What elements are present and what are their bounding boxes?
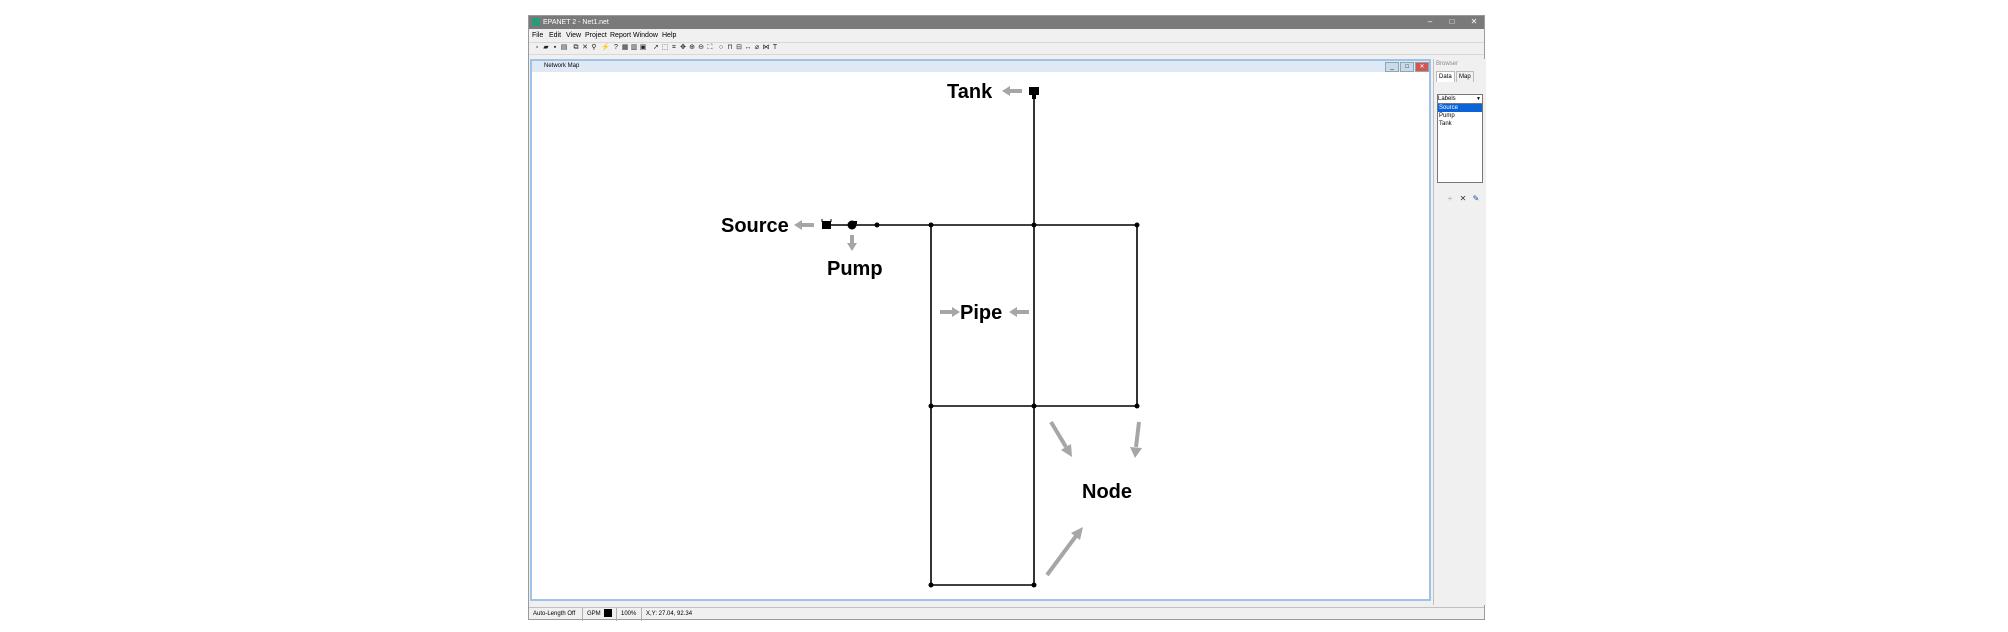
arrow-tank [1002, 86, 1022, 96]
reservoir-source-node[interactable] [821, 219, 832, 229]
add-reservoir-icon[interactable]: ⊓ [727, 44, 733, 51]
delete-icon[interactable]: ✕ [582, 44, 588, 51]
junction-nodes [874, 222, 1140, 588]
select-vertex-icon[interactable]: ⌗ [672, 44, 676, 51]
zoom-level-status: 100% [617, 608, 642, 621]
browser-title: Browser [1436, 61, 1459, 67]
menu-help[interactable]: Help [662, 32, 677, 39]
map-close-button[interactable]: ✕ [1415, 62, 1429, 72]
title-bar: EPANET 2 - Net1.net – □ ✕ [529, 16, 1484, 29]
auto-length-status[interactable]: Auto-Length Off [529, 608, 583, 621]
status-bar: Auto-Length Off GPM 100% X,Y: 27.04, 92.… [529, 607, 1484, 621]
category-selected-value: Labels [1438, 96, 1456, 102]
node[interactable] [1134, 403, 1140, 409]
pipes [830, 91, 1138, 586]
save-icon[interactable]: ▪ [553, 44, 557, 51]
arrow-pipe-left [940, 307, 960, 317]
node[interactable] [1031, 403, 1037, 409]
query-icon[interactable]: ? [614, 44, 618, 51]
xy-coordinates-status: X,Y: 27.04, 92.34 [646, 611, 693, 617]
node[interactable] [1031, 582, 1037, 588]
object-list[interactable]: Source Pump Tank [1437, 103, 1483, 183]
label-tank[interactable]: Tank [947, 81, 993, 103]
network-map-title: Network Map [544, 63, 580, 69]
menu-edit[interactable]: Edit [549, 32, 562, 39]
open-folder-icon[interactable]: ▰ [543, 44, 549, 51]
find-icon[interactable]: ⚲ [591, 44, 597, 51]
label-node[interactable]: Node [1082, 481, 1132, 503]
add-junction-icon[interactable]: ○ [718, 44, 724, 51]
window-title: EPANET 2 - Net1.net [543, 19, 609, 26]
map-labels: Tank Source Pump Pipe Node [721, 81, 1132, 503]
add-tank-icon[interactable]: ⊟ [736, 44, 742, 51]
arrow-node-3 [1045, 527, 1083, 577]
epanet-app-icon [532, 18, 540, 26]
network-map-titlebar: Network Map _ □ ✕ [532, 61, 1429, 72]
minimize-button[interactable]: – [1427, 17, 1433, 26]
tank-node[interactable] [1029, 87, 1039, 99]
add-valve-icon[interactable]: ⋈ [762, 44, 770, 51]
label-pump[interactable]: Pump [827, 258, 883, 280]
tab-data[interactable]: Data [1436, 71, 1455, 82]
arrow-node-2 [1130, 421, 1142, 458]
node[interactable] [928, 403, 934, 409]
delete-object-icon[interactable]: ✕ [1459, 194, 1467, 203]
node[interactable] [874, 222, 880, 228]
label-pipe[interactable]: Pipe [960, 302, 1002, 324]
add-pump-icon[interactable]: ⌀ [754, 44, 760, 51]
map-minimize-button[interactable]: _ [1385, 62, 1399, 72]
menu-bar: File Edit View Project Report Window Hel… [529, 30, 1484, 41]
menu-window[interactable]: Window [633, 32, 658, 39]
menu-file[interactable]: File [532, 32, 544, 39]
print-icon[interactable]: ▤ [560, 44, 568, 51]
flow-units-label: GPM [587, 611, 601, 617]
zoom-in-icon[interactable]: ⊕ [689, 44, 695, 51]
list-item[interactable]: Tank [1439, 121, 1452, 127]
flow-units-status[interactable]: GPM [583, 608, 617, 621]
arrow-pump [847, 235, 857, 251]
tab-map[interactable]: Map [1456, 71, 1474, 82]
node[interactable] [1134, 222, 1140, 228]
table-icon[interactable]: ▥ [630, 44, 638, 51]
list-item[interactable]: Pump [1439, 113, 1455, 119]
annotation-arrows [794, 86, 1142, 577]
arrow-node-1 [1049, 420, 1072, 457]
pump-link[interactable] [847, 220, 858, 230]
new-file-icon[interactable]: ▫ [535, 44, 539, 51]
select-pointer-icon[interactable]: ➚ [653, 44, 659, 51]
map-maximize-button[interactable]: □ [1400, 62, 1414, 72]
menu-report[interactable]: Report [610, 32, 632, 39]
network-map-canvas[interactable]: Tank Source Pump Pipe Node [532, 72, 1429, 599]
add-pipe-icon[interactable]: ↔ [744, 44, 752, 51]
add-object-icon[interactable]: + [1447, 194, 1453, 203]
select-region-icon[interactable]: ⬚ [661, 44, 669, 51]
zoom-out-icon[interactable]: ⊖ [698, 44, 704, 51]
run-icon[interactable]: ⚡ [601, 44, 610, 51]
copy-icon[interactable]: ⧉ [573, 44, 579, 51]
full-extent-icon[interactable]: ⛶ [707, 44, 713, 51]
close-button[interactable]: ✕ [1470, 17, 1478, 26]
list-item[interactable]: Source [1438, 104, 1482, 112]
add-label-icon[interactable]: T [772, 44, 778, 51]
epanet-application-window: EPANET 2 - Net1.net – □ ✕ File Edit View… [528, 15, 1486, 621]
node[interactable] [928, 582, 934, 588]
maximize-button[interactable]: □ [1449, 17, 1455, 26]
network-map-window: Network Map _ □ ✕ [530, 59, 1431, 601]
node[interactable] [1031, 222, 1037, 228]
edit-object-icon[interactable]: ✎ [1472, 194, 1480, 203]
arrow-source [794, 220, 814, 230]
chevron-down-icon[interactable]: ▼ [1476, 96, 1481, 102]
options-icon[interactable]: ▣ [639, 44, 647, 51]
menu-view[interactable]: View [566, 32, 582, 39]
label-source[interactable]: Source [721, 215, 789, 237]
arrow-pipe-right [1009, 307, 1029, 317]
toolbar: ▫ ▰ ▪ ▤ ⧉ ✕ ⚲ ⚡ ? ▦ ▥ ▣ ➚ ⬚ ⌗ ✥ ⊕ ⊖ ⛶ ○ … [529, 42, 1484, 55]
menu-project[interactable]: Project [585, 32, 607, 39]
pan-icon[interactable]: ✥ [680, 44, 686, 51]
node[interactable] [928, 222, 934, 228]
offset-icon [604, 609, 613, 618]
browser-panel: Browser Data Map Labels ▼ Source Pump Ta… [1433, 59, 1486, 605]
graph-icon[interactable]: ▦ [621, 44, 629, 51]
